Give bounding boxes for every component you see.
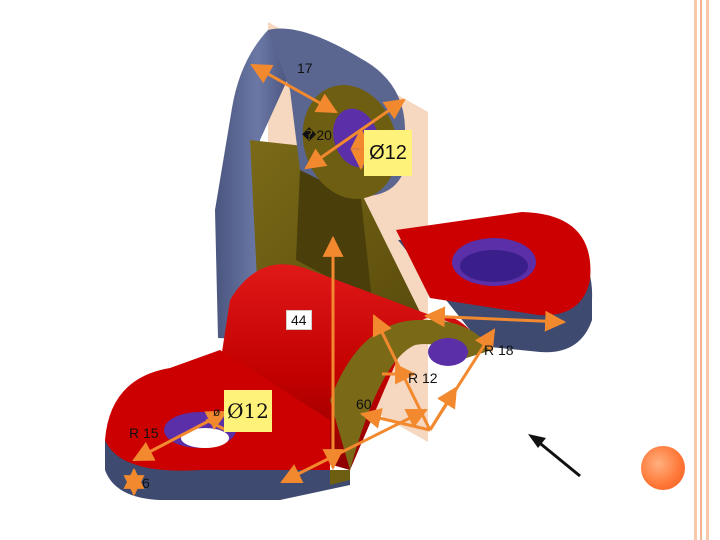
dimension-lines	[123, 63, 567, 497]
dimension-6: 6	[142, 475, 150, 491]
diameter-12-bottom-label: Ø12	[224, 390, 272, 432]
right-border-stripe-inner	[700, 0, 702, 540]
dimension-60: 60	[356, 396, 372, 412]
radius-18: R 18	[484, 342, 514, 358]
dimension-44: 44	[286, 310, 312, 330]
radius-15: R 15	[129, 425, 159, 441]
right-border-stripe-far	[706, 0, 709, 540]
right-border-stripe-outer	[694, 0, 697, 540]
accent-circle-icon	[641, 446, 685, 490]
view-direction-arrow-icon	[528, 434, 581, 478]
radius-12: R 12	[408, 370, 438, 386]
small-diameter-symbol: ø	[213, 405, 221, 419]
dimension-20: �20	[302, 127, 332, 143]
dimension-17: 17	[297, 60, 313, 76]
diameter-12-top-label: Ø12	[364, 130, 412, 176]
